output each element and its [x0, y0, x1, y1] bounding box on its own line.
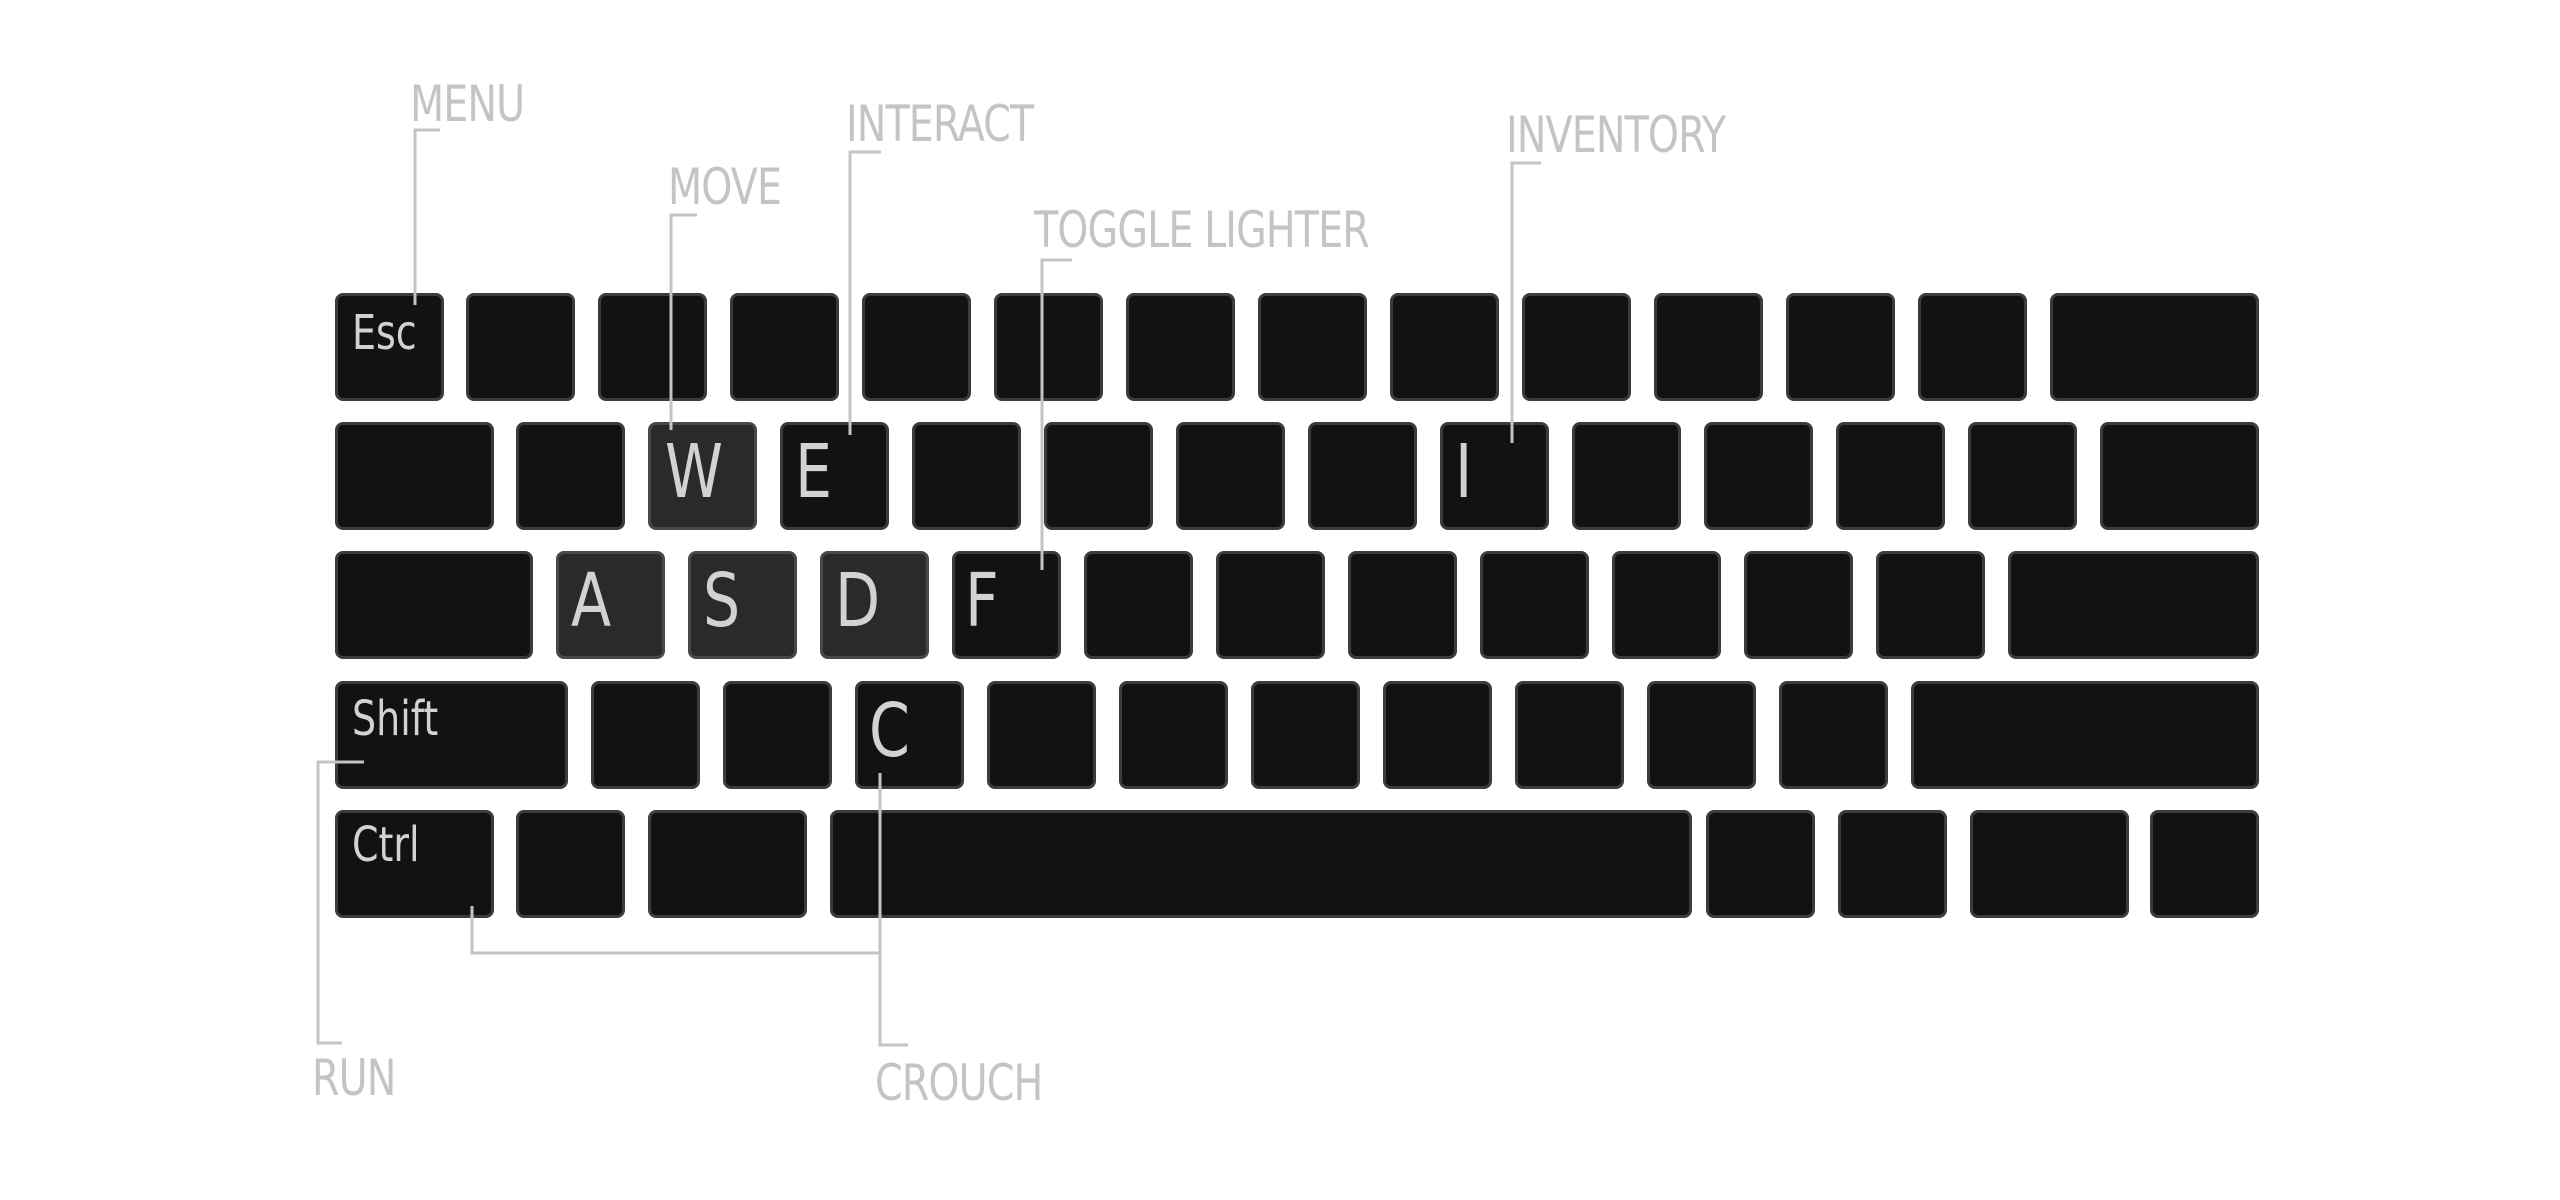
key-ctrl-label: Ctrl	[352, 817, 420, 873]
callout-interact: INTERACT	[846, 95, 1034, 153]
key-e[interactable]: E	[780, 422, 889, 530]
key-right-shift[interactable]	[1911, 681, 2259, 789]
key-blank[interactable]	[1876, 551, 1985, 659]
callout-move: MOVE	[668, 158, 782, 216]
callout-crouch: CROUCH	[875, 1054, 1043, 1112]
key-alt[interactable]	[648, 810, 807, 918]
key-blank[interactable]	[1348, 551, 1457, 659]
crouch-leader-line	[470, 773, 908, 1047]
interact-leader-line	[848, 150, 881, 435]
key-blank[interactable]	[994, 293, 1103, 401]
key-spacebar[interactable]	[830, 810, 1692, 918]
key-d[interactable]: D	[820, 551, 929, 659]
callout-toggle-lighter: TOGGLE LIGHTER	[1034, 201, 1370, 259]
key-blank[interactable]	[1704, 422, 1813, 530]
key-blank[interactable]	[1308, 422, 1417, 530]
key-blank[interactable]	[1119, 681, 1228, 789]
key-caps-lock[interactable]	[335, 551, 533, 659]
callout-menu: MENU	[410, 75, 525, 133]
key-blank[interactable]	[2150, 810, 2259, 918]
key-blank[interactable]	[1572, 422, 1681, 530]
key-i-label: I	[1455, 429, 1473, 515]
callout-run: RUN	[312, 1049, 396, 1107]
key-shift-label: Shift	[352, 691, 439, 747]
key-blank[interactable]	[912, 422, 1021, 530]
inventory-leader-line	[1510, 161, 1541, 443]
key-blank[interactable]	[1176, 422, 1285, 530]
key-blank[interactable]	[1258, 293, 1367, 401]
key-backspace[interactable]	[2050, 293, 2259, 401]
key-e-label: E	[795, 429, 833, 515]
key-esc[interactable]: Esc	[335, 293, 444, 401]
key-blank[interactable]	[1383, 681, 1492, 789]
key-w-label: W	[665, 429, 723, 515]
key-blank[interactable]	[987, 681, 1096, 789]
key-blank[interactable]	[1838, 810, 1947, 918]
key-s-label: S	[703, 558, 741, 644]
key-blank[interactable]	[730, 293, 839, 401]
callout-inventory: INVENTORY	[1506, 106, 1726, 164]
key-blank[interactable]	[1654, 293, 1763, 401]
menu-leader-line	[413, 128, 440, 305]
key-blank[interactable]	[516, 422, 625, 530]
key-enter[interactable]	[2008, 551, 2259, 659]
key-blank[interactable]	[1044, 422, 1153, 530]
key-blank[interactable]	[862, 293, 971, 401]
key-blank[interactable]	[466, 293, 575, 401]
toggle-lighter-leader-line	[1040, 258, 1072, 570]
key-w[interactable]: W	[648, 422, 757, 530]
run-leader-line	[316, 760, 364, 1045]
key-blank[interactable]	[1836, 422, 1945, 530]
key-blank[interactable]	[1522, 293, 1631, 401]
key-blank[interactable]	[1084, 551, 1193, 659]
key-d-label: D	[835, 558, 881, 644]
key-blank[interactable]	[723, 681, 832, 789]
key-blank[interactable]	[1251, 681, 1360, 789]
key-blank[interactable]	[1706, 810, 1815, 918]
key-c-label: C	[869, 688, 910, 774]
key-tab[interactable]	[335, 422, 494, 530]
key-shift[interactable]: Shift	[335, 681, 568, 789]
key-blank[interactable]	[1968, 422, 2077, 530]
key-ctrl[interactable]: Ctrl	[335, 810, 494, 918]
key-i[interactable]: I	[1440, 422, 1549, 530]
key-f-label: F	[965, 558, 999, 644]
key-blank[interactable]	[1612, 551, 1721, 659]
key-blank[interactable]	[1390, 293, 1499, 401]
key-c[interactable]: C	[855, 681, 964, 789]
key-blank[interactable]	[1216, 551, 1325, 659]
key-esc-label: Esc	[352, 305, 417, 361]
key-a[interactable]: A	[556, 551, 665, 659]
key-s[interactable]: S	[688, 551, 797, 659]
key-a-label: A	[571, 558, 612, 644]
key-blank[interactable]	[1786, 293, 1895, 401]
move-leader-line	[669, 213, 697, 430]
key-blank[interactable]	[1126, 293, 1235, 401]
key-blank[interactable]	[1480, 551, 1589, 659]
key-blank[interactable]	[1744, 551, 1853, 659]
key-blank[interactable]	[516, 810, 625, 918]
key-blank[interactable]	[1647, 681, 1756, 789]
key-blank[interactable]	[598, 293, 707, 401]
key-blank[interactable]	[1918, 293, 2027, 401]
key-backslash[interactable]	[2100, 422, 2259, 530]
key-blank[interactable]	[1970, 810, 2129, 918]
key-blank[interactable]	[1779, 681, 1888, 789]
key-blank[interactable]	[1515, 681, 1624, 789]
key-blank[interactable]	[591, 681, 700, 789]
